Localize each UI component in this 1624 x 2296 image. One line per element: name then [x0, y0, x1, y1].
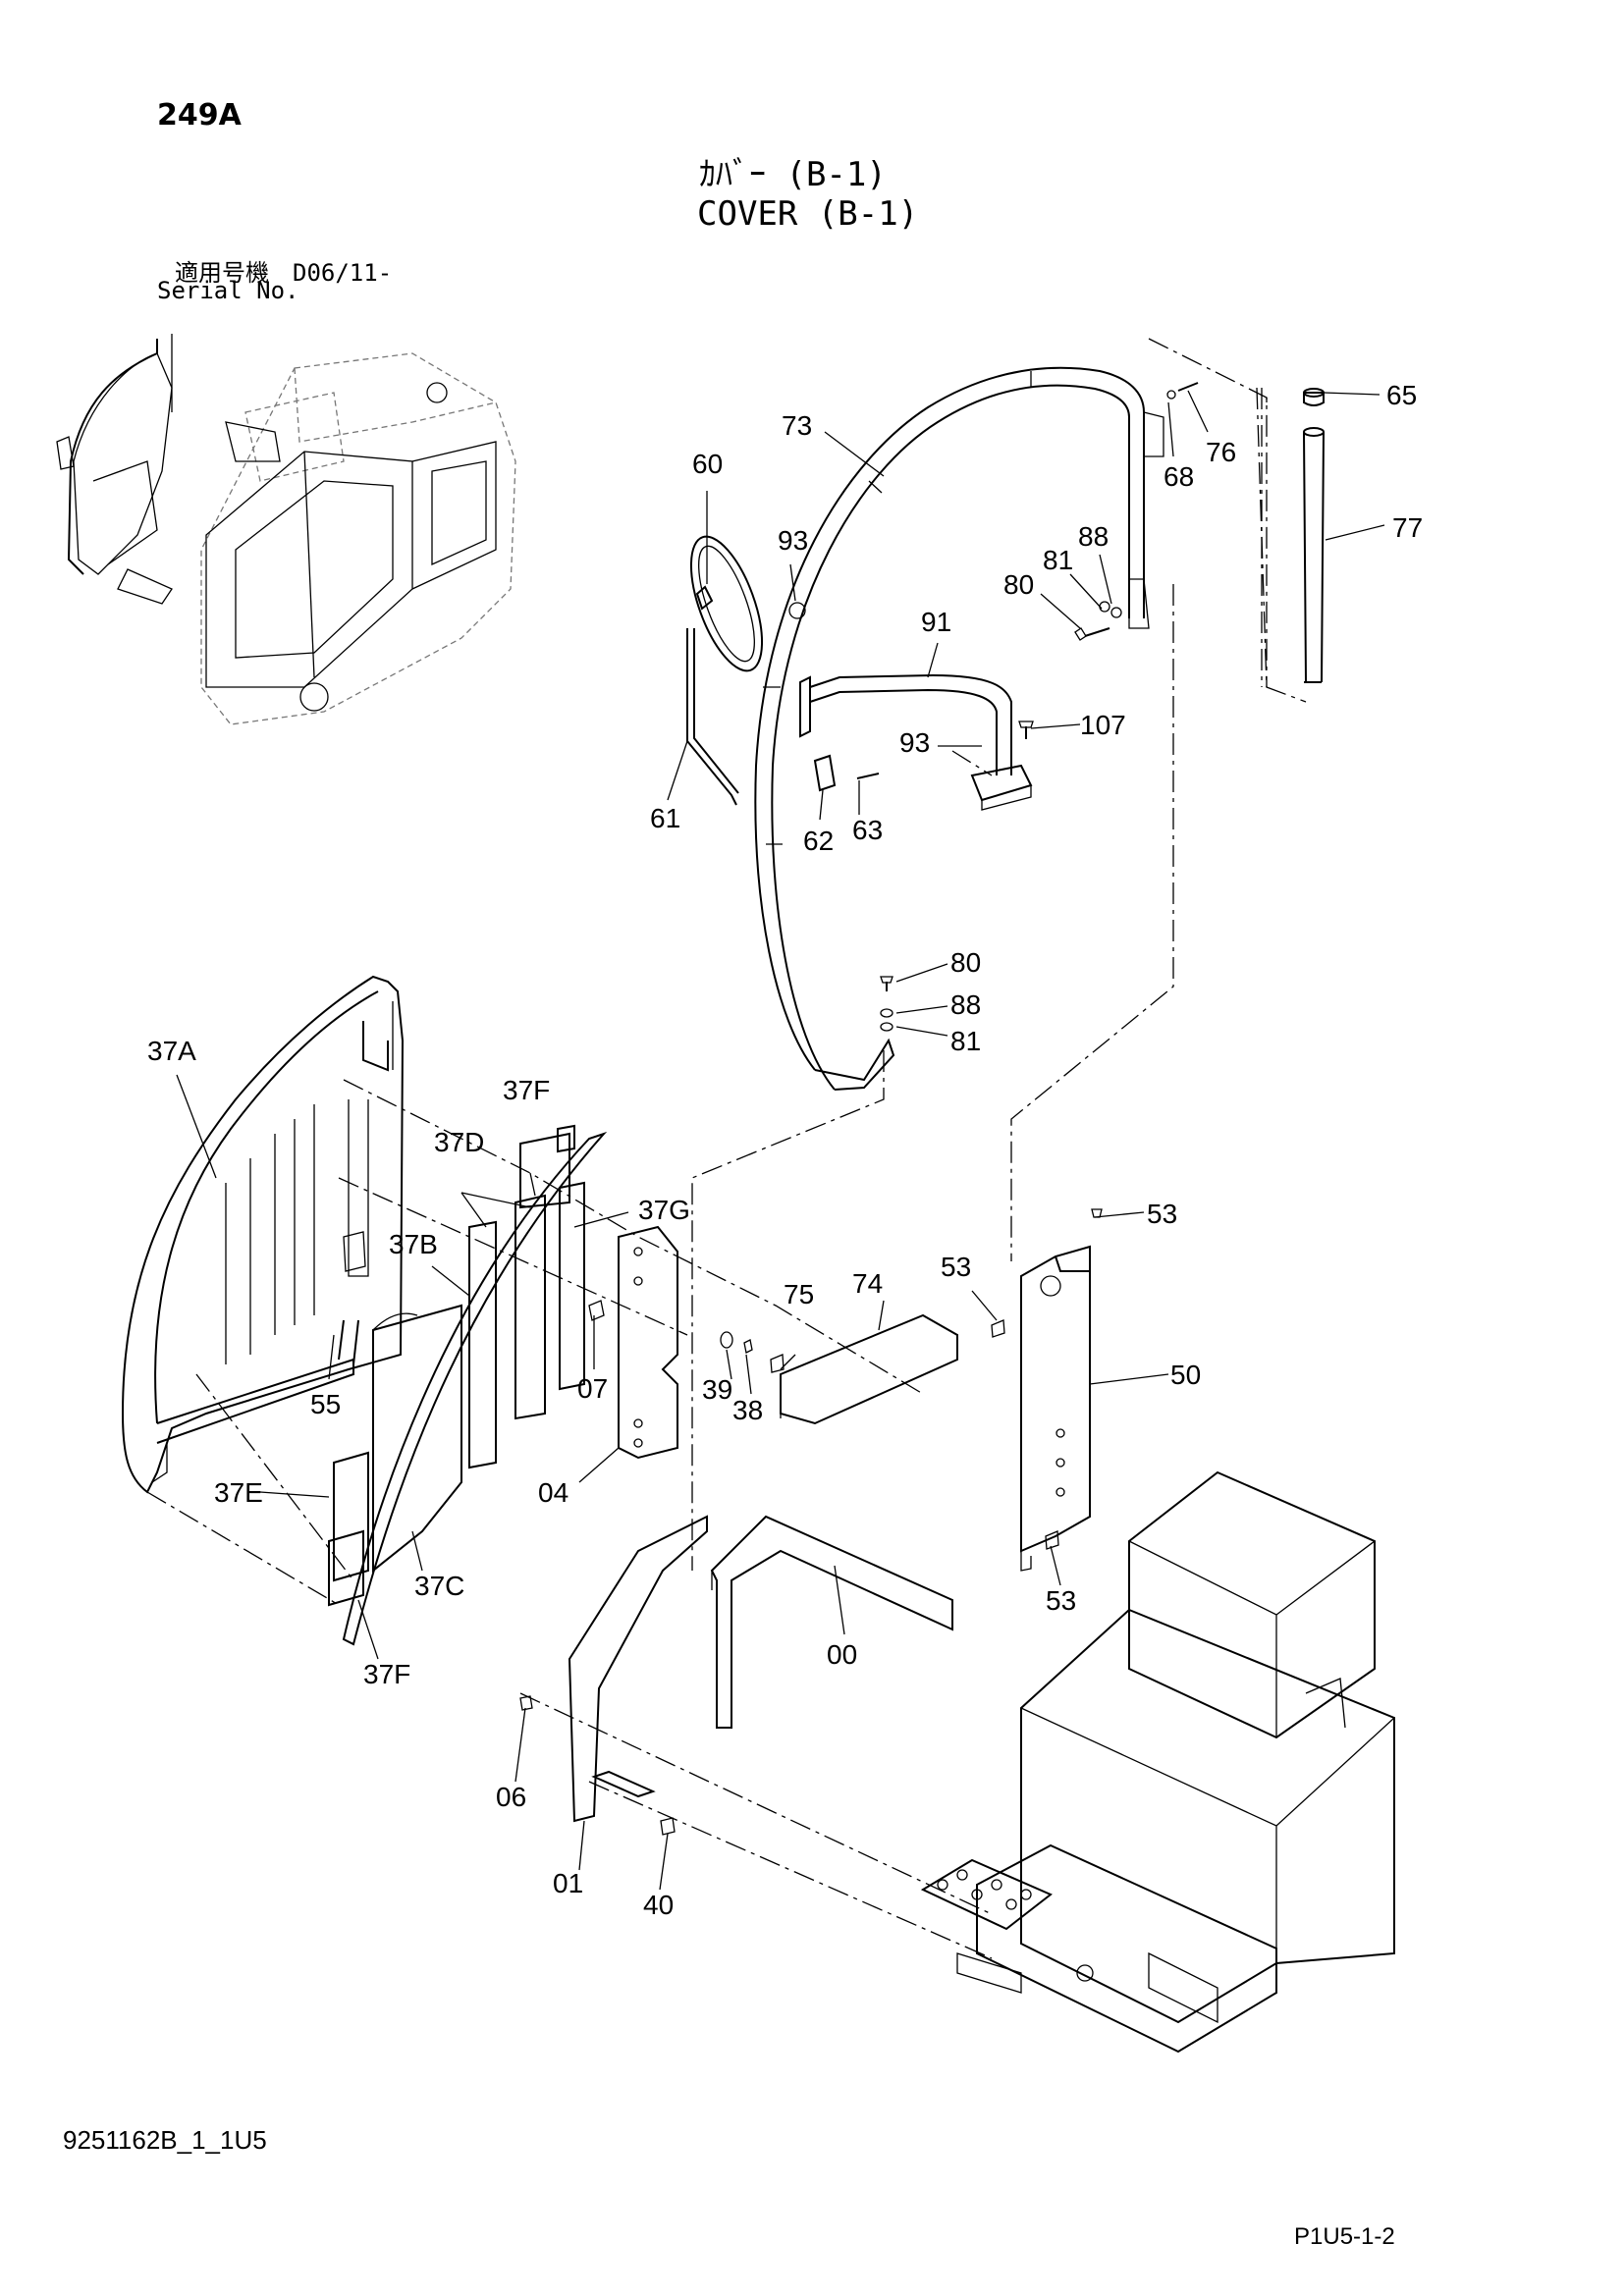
rod-77 [1303, 388, 1325, 683]
callout-80-lower: 80 [950, 947, 981, 978]
callout-93-lower: 93 [899, 727, 930, 758]
plate-74 [780, 1313, 958, 1425]
bracket-91 [799, 673, 1033, 811]
base-structure [920, 1470, 1395, 2054]
callout-37C: 37C [414, 1571, 464, 1601]
serial-applicable-label: 適用号機 D06/11- [175, 259, 393, 287]
callout-93-upper: 93 [778, 525, 808, 556]
callout-39: 39 [702, 1374, 732, 1405]
callout-77: 77 [1392, 512, 1423, 543]
handrail-73 [754, 366, 1164, 1091]
bracket-04 [618, 1225, 678, 1460]
callout-37E: 37E [214, 1477, 263, 1508]
page-code: 249A [157, 98, 242, 133]
callout-74: 74 [852, 1268, 883, 1299]
title-japanese: ｶﾊﾞｰ (B-1) [699, 155, 887, 194]
drawing-number: 9251162B_1_1U5 [63, 2125, 267, 2155]
callout-107: 107 [1080, 710, 1126, 740]
callout-37B: 37B [389, 1229, 438, 1259]
callout-61: 61 [650, 803, 680, 833]
front-cover-37A [121, 975, 405, 1494]
callout-37F-bottom: 37F [363, 1659, 410, 1689]
mirror-60 [686, 535, 764, 806]
frame-00 [710, 1515, 953, 1729]
callout-37G: 37G [638, 1195, 690, 1225]
frame-01 [568, 1515, 708, 1823]
callout-37D: 37D [434, 1127, 484, 1157]
lower-fasteners [338, 1208, 1103, 1836]
callout-63: 63 [852, 815, 883, 845]
callout-53-bottom: 53 [1046, 1585, 1076, 1616]
callout-76: 76 [1206, 437, 1236, 467]
callout-73: 73 [782, 410, 812, 441]
excavator-overview-inset [56, 334, 516, 725]
callout-50: 50 [1170, 1360, 1201, 1390]
callout-60: 60 [692, 449, 723, 479]
hardware-bolts [788, 382, 1199, 1032]
callout-75: 75 [784, 1279, 814, 1309]
callout-53-top: 53 [1147, 1199, 1177, 1229]
callout-37A: 37A [147, 1036, 196, 1066]
post-50 [1020, 1245, 1091, 1572]
callout-65: 65 [1386, 380, 1417, 410]
callout-55: 55 [310, 1389, 341, 1419]
callout-01: 01 [553, 1868, 583, 1898]
clamp-62 [813, 754, 837, 792]
title-english: COVER (B-1) [697, 194, 919, 234]
callout-labels: 65 76 68 77 73 60 93 88 81 80 91 93 107 … [147, 380, 1423, 1920]
assembly-leader-lines [146, 338, 1307, 1959]
callout-81-lower: 81 [950, 1026, 981, 1056]
callout-07: 07 [577, 1373, 608, 1404]
page-reference: P1U5-1-2 [1294, 2223, 1395, 2250]
callout-53-mid: 53 [941, 1252, 971, 1282]
serial-number-label: Serial No. [157, 277, 299, 304]
callout-40: 40 [643, 1890, 674, 1920]
seal-pieces [328, 1124, 608, 1646]
callout-37F-top: 37F [503, 1075, 550, 1105]
callout-81-upper: 81 [1043, 545, 1073, 575]
callout-88-upper: 88 [1078, 521, 1109, 552]
callout-00: 00 [827, 1639, 857, 1670]
callout-91: 91 [921, 607, 951, 637]
callout-68: 68 [1164, 461, 1194, 492]
callout-04: 04 [538, 1477, 568, 1508]
callout-62: 62 [803, 826, 834, 856]
callout-leaders [176, 390, 1385, 1891]
callout-88-lower: 88 [950, 989, 981, 1020]
callout-80-upper: 80 [1003, 569, 1034, 600]
callout-06: 06 [496, 1782, 526, 1812]
callout-38: 38 [732, 1395, 763, 1425]
